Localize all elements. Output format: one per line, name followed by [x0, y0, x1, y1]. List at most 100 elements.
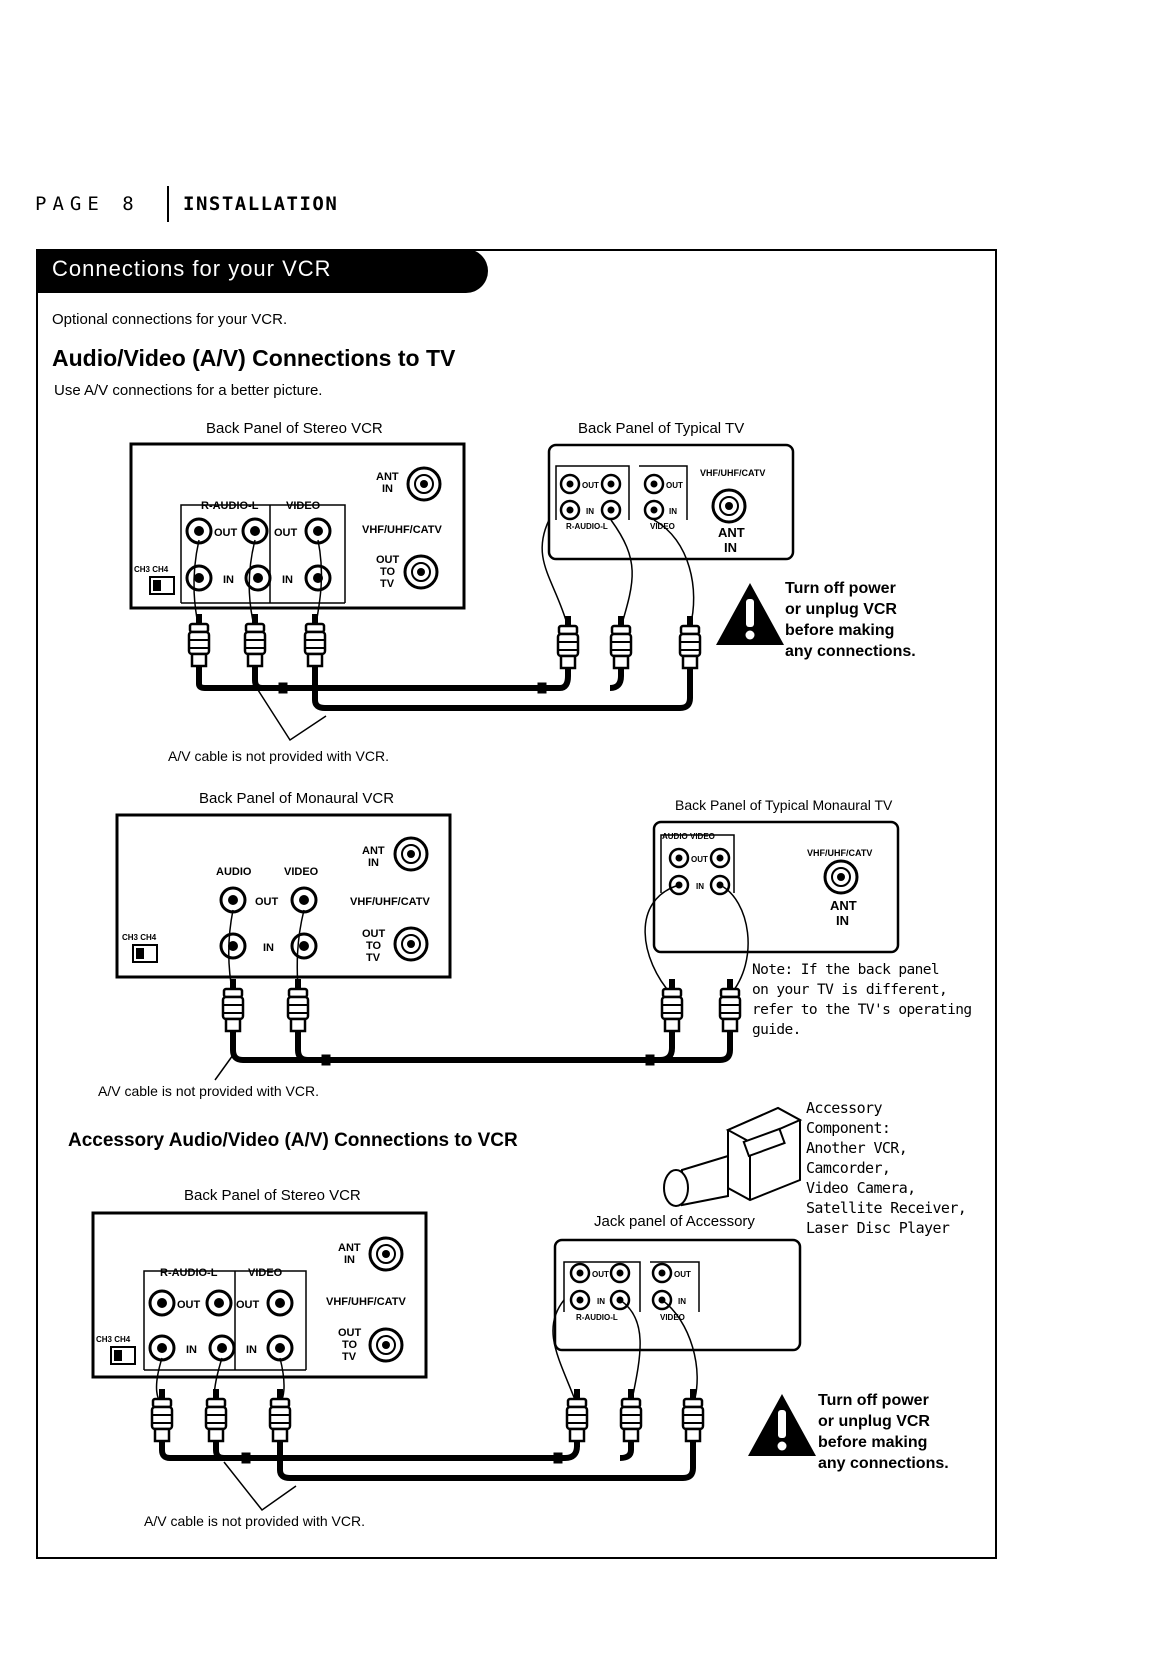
audio-group-label: R-AUDIO-L [566, 522, 608, 531]
acc-audio-l-in-jack [208, 1334, 236, 1362]
av-cable-1 [193, 519, 695, 742]
header-divider [167, 186, 169, 222]
out-label: OUT [255, 896, 279, 908]
component-line: Another VCR, [806, 1139, 908, 1157]
audio-video-label: AUDIO VIDEO [662, 832, 715, 841]
rca-plug [204, 1387, 228, 1449]
warning-line: Turn off power [818, 1392, 929, 1409]
in-label: IN [263, 942, 274, 954]
out-to-tv-label: OUT [376, 554, 400, 566]
accessory-vcr-caption: Back Panel of Stereo VCR [184, 1187, 361, 1204]
warning-line: any connections. [785, 643, 916, 660]
in-label: IN [669, 507, 677, 516]
rca-plug [565, 1387, 589, 1449]
ant-label: ANT [362, 845, 385, 857]
ch-switch-label: CH3 CH4 [134, 565, 169, 574]
rca-plug [286, 977, 310, 1039]
vhf-label: VHF/UHF/CATV [326, 1296, 407, 1308]
typical-tv-caption: Back Panel of Typical TV [578, 420, 745, 437]
camcorder-icon [663, 1106, 803, 1207]
acc-video-out-jack [651, 1262, 673, 1284]
warning-icon [716, 583, 784, 645]
vhf-label: VHF/UHF/CATV [350, 896, 431, 908]
out-to-tv-jack [403, 554, 439, 590]
ant-in-label: IN [344, 1254, 355, 1266]
accessory-component-list: Accessory Component: Another VCR, Camcor… [806, 1098, 967, 1238]
out-to-tv-label: TV [380, 578, 395, 590]
out-to-tv-label: TV [342, 1351, 357, 1363]
in-label: IN [223, 574, 234, 586]
ant-in-label: IN [724, 540, 737, 555]
acc-audio-r-out-jack [148, 1289, 176, 1317]
content-frame [36, 249, 997, 1559]
rca-plug [268, 1387, 292, 1449]
tv-ant-in-jack [711, 488, 747, 524]
out-to-tv-label: TO [366, 940, 382, 952]
warning-icon [748, 1394, 816, 1456]
out-to-tv-label: TO [342, 1339, 358, 1351]
component-line: Satellite Receiver, [806, 1199, 967, 1217]
warning-text-1: Turn off power or unplug VCR before maki… [785, 578, 916, 662]
note-line: on your TV is different, [752, 982, 948, 998]
audio-r-out-jack [185, 517, 213, 545]
audio-group-label: R-AUDIO-L [576, 1313, 618, 1322]
component-line: Video Camera, [806, 1179, 916, 1197]
cable-note-2: A/V cable is not provided with VCR. [98, 1083, 319, 1099]
in-label: IN [678, 1297, 686, 1306]
component-line: Camcorder, [806, 1159, 891, 1177]
acc-out-jack [609, 1262, 631, 1284]
warning-text-2: Turn off power or unplug VCR before maki… [818, 1390, 949, 1474]
out-to-tv-jack [368, 1327, 404, 1363]
rca-plug [681, 1387, 705, 1449]
mono-tv-out-jack [709, 847, 731, 869]
in-label: IN [246, 1344, 257, 1356]
mono-video-out-jack [290, 886, 318, 914]
ant-in-label: IN [382, 483, 393, 495]
ch-switch-label: CH3 CH4 [96, 1335, 131, 1344]
note-line: guide. [752, 1022, 801, 1038]
audio-group-label: R-AUDIO-L [201, 500, 259, 512]
in-label: IN [186, 1344, 197, 1356]
vhf-label: VHF/UHF/CATV [700, 468, 765, 478]
ant-in-label: IN [368, 857, 379, 869]
ant-in-jack [393, 836, 429, 872]
tv-audio-in-jack [600, 499, 622, 521]
out-label: OUT [582, 481, 599, 490]
note-line: Note: If the back panel [752, 962, 940, 978]
rca-plug [556, 614, 580, 676]
ant-label: ANT [830, 898, 857, 913]
warning-line: before making [818, 1434, 928, 1451]
ant-in-jack [406, 466, 442, 502]
warning-line: any connections. [818, 1455, 949, 1472]
stereo-vcr-panel-1: R-AUDIO-L VIDEO OUT OUT IN IN CH3 CH4 AN… [129, 442, 466, 610]
section-banner: Connections for your VCR [36, 249, 488, 293]
out-to-tv-label: TV [366, 952, 381, 964]
rca-plug [187, 612, 211, 674]
component-line: Accessory [806, 1099, 882, 1117]
ant-in-label: IN [836, 913, 849, 928]
audio-l-out-jack [241, 517, 269, 545]
out-label: OUT [666, 481, 683, 490]
out-label: OUT [274, 527, 298, 539]
out-label: OUT [674, 1270, 691, 1279]
warning-line: before making [785, 622, 895, 639]
in-label: IN [282, 574, 293, 586]
mono-tv-panel: AUDIO VIDEO OUT IN VHF/UHF/CATV ANT IN [652, 820, 900, 954]
component-line: Laser Disc Player [806, 1219, 950, 1237]
vhf-label: VHF/UHF/CATV [362, 524, 443, 536]
mono-audio-in-jack [219, 932, 247, 960]
out-label: OUT [592, 1270, 609, 1279]
video-group-label: VIDEO [660, 1313, 685, 1322]
tv-video-out-jack [643, 473, 665, 495]
av-cable-3 [155, 1299, 698, 1512]
intro-text: Optional connections for your VCR. [52, 311, 288, 328]
ant-in-jack [368, 1236, 404, 1272]
mono-vcr-caption: Back Panel of Monaural VCR [199, 790, 395, 807]
acc-video-in-jack [266, 1334, 294, 1362]
acc-video-out-jack [266, 1289, 294, 1317]
section-title: INSTALLATION [183, 193, 339, 215]
mono-video-in-jack [290, 932, 318, 960]
out-label: OUT [236, 1299, 260, 1311]
acc-audio-l-out-jack [205, 1289, 233, 1317]
